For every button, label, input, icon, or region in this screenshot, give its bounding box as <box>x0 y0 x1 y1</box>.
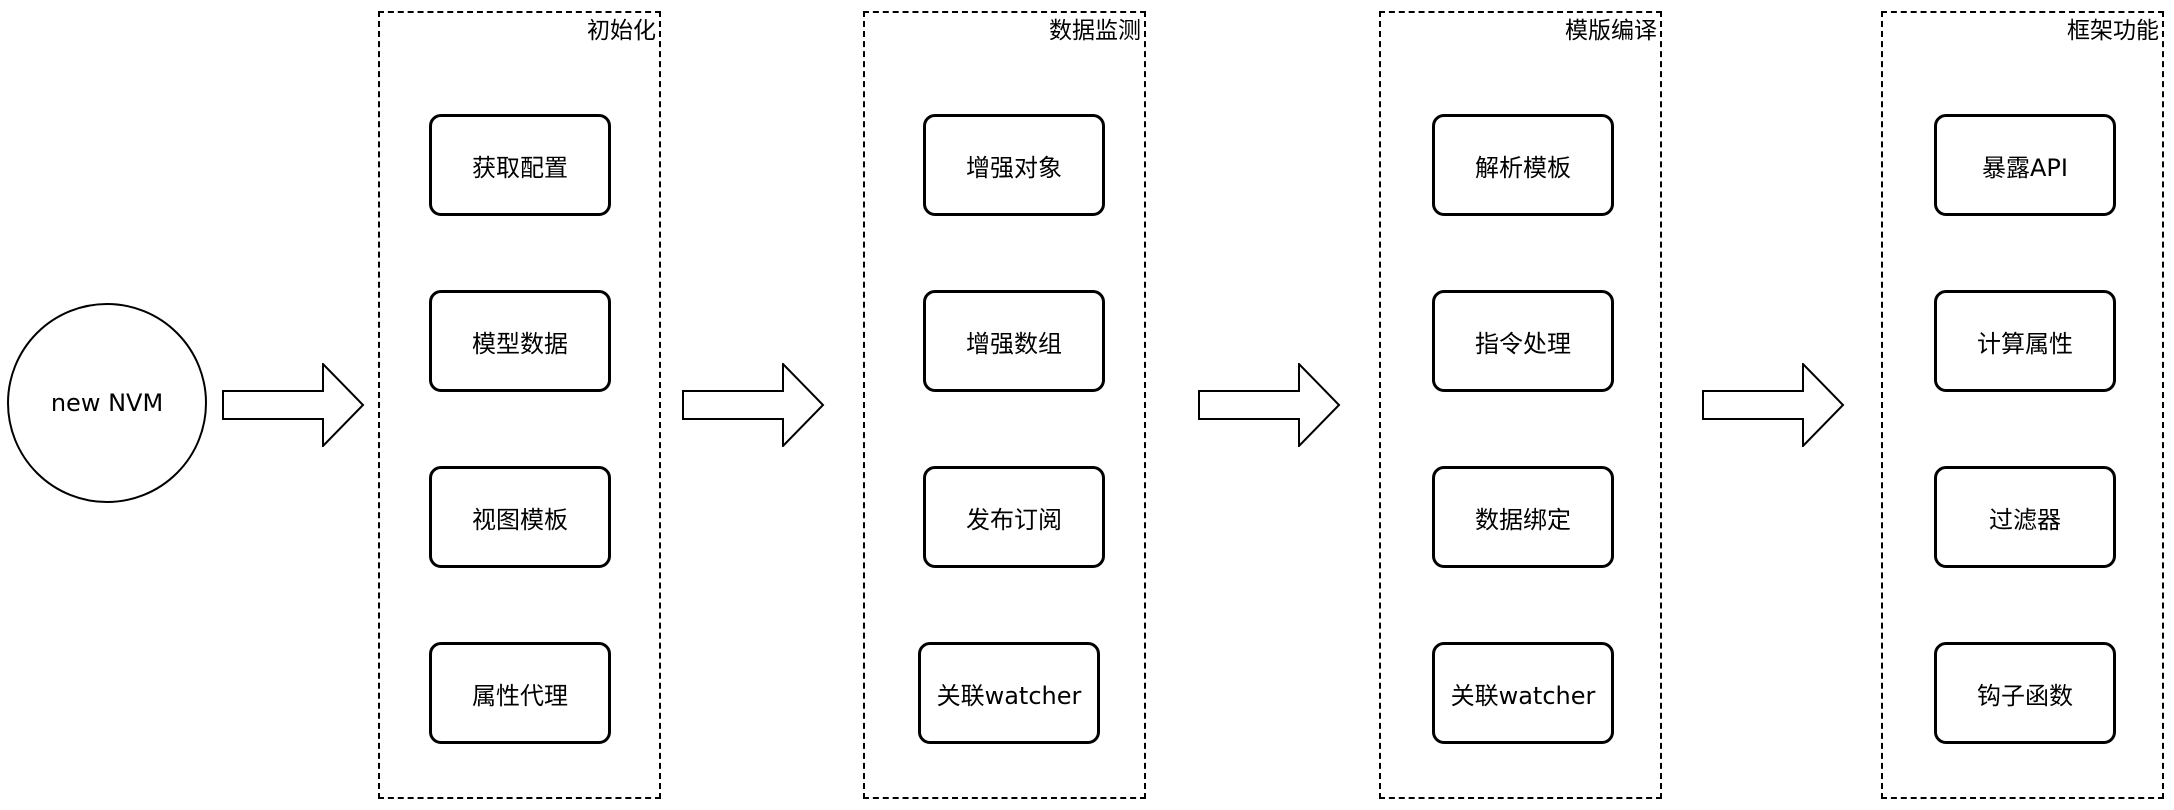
step-parse-template: 解析模板 <box>1432 114 1614 216</box>
step-computed-properties: 计算属性 <box>1934 290 2116 392</box>
step-label: 暴露API <box>1982 153 2068 182</box>
step-label: 增强数组 <box>966 329 1062 358</box>
group-template-compile: 模版编译 解析模板 指令处理 数据绑定 关联watcher <box>1379 11 1662 799</box>
step-label: 数据绑定 <box>1475 505 1571 534</box>
step-model-data: 模型数据 <box>429 290 611 392</box>
step-label: 视图模板 <box>472 505 568 534</box>
start-node-label: new NVM <box>50 389 164 417</box>
step-filters: 过滤器 <box>1934 466 2116 568</box>
step-hook-functions: 钩子函数 <box>1934 642 2116 744</box>
step-label: 发布订阅 <box>966 505 1062 534</box>
flow-arrow-2 <box>682 363 825 447</box>
step-link-watcher: 关联watcher <box>918 642 1100 744</box>
step-label: 获取配置 <box>472 153 568 182</box>
step-expose-api: 暴露API <box>1934 114 2116 216</box>
start-node: new NVM <box>7 303 207 503</box>
flow-arrow-4 <box>1702 363 1845 447</box>
group-data-observe: 数据监测 增强对象 增强数组 发布订阅 关联watcher <box>863 11 1146 799</box>
step-label: 增强对象 <box>966 153 1062 182</box>
step-label: 计算属性 <box>1977 329 2073 358</box>
step-directive-handling: 指令处理 <box>1432 290 1614 392</box>
step-property-proxy: 属性代理 <box>429 642 611 744</box>
group-init: 初始化 获取配置 模型数据 视图模板 属性代理 <box>378 11 661 799</box>
flow-arrow-1 <box>222 363 365 447</box>
step-label: 关联watcher <box>1450 681 1596 710</box>
step-label: 属性代理 <box>472 681 568 710</box>
flow-arrow-3 <box>1198 363 1341 447</box>
group-title: 模版编译 <box>1565 18 1657 44</box>
step-label: 指令处理 <box>1475 329 1571 358</box>
step-view-template: 视图模板 <box>429 466 611 568</box>
group-title: 数据监测 <box>1049 18 1141 44</box>
step-pub-sub: 发布订阅 <box>923 466 1105 568</box>
step-get-config: 获取配置 <box>429 114 611 216</box>
step-label: 关联watcher <box>936 681 1082 710</box>
step-label: 过滤器 <box>1989 505 2061 534</box>
step-enhance-object: 增强对象 <box>923 114 1105 216</box>
group-title: 框架功能 <box>2067 18 2159 44</box>
step-label: 模型数据 <box>472 329 568 358</box>
step-label: 解析模板 <box>1475 153 1571 182</box>
group-framework-features: 框架功能 暴露API 计算属性 过滤器 钩子函数 <box>1881 11 2164 799</box>
step-label: 钩子函数 <box>1977 681 2073 710</box>
step-data-binding: 数据绑定 <box>1432 466 1614 568</box>
step-link-watcher: 关联watcher <box>1432 642 1614 744</box>
step-enhance-array: 增强数组 <box>923 290 1105 392</box>
group-title: 初始化 <box>587 18 656 44</box>
